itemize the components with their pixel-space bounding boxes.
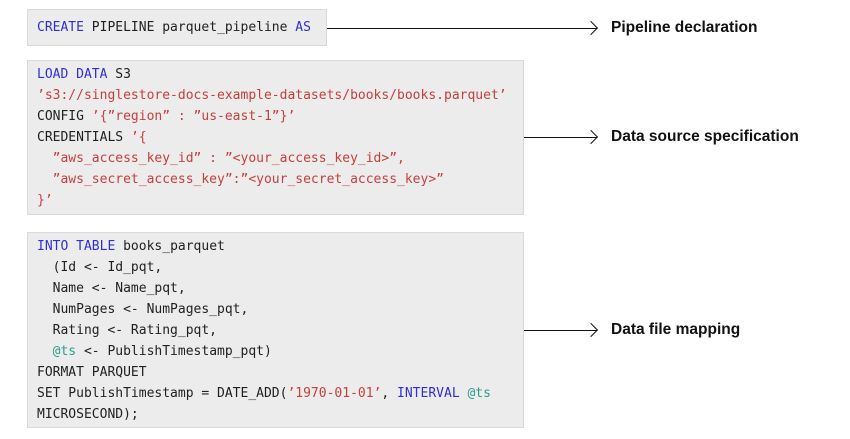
arrow-head-icon xyxy=(583,322,599,338)
code-token-kw: INTERVAL xyxy=(397,386,460,401)
annotation-pipeline-declaration: Pipeline declaration xyxy=(327,14,757,42)
arrow-line xyxy=(327,27,597,29)
code-line: MICROSECOND); xyxy=(37,404,514,425)
code-token-plain: NumPages <- NumPages_pqt, xyxy=(37,302,249,317)
annotation-label: Data source specification xyxy=(611,128,799,145)
code-token-str: ”aws_secret_access_key”:”<your_secret_ac… xyxy=(37,172,444,187)
code-content: CREATE PIPELINE parquet_pipeline AS xyxy=(37,17,317,38)
code-token-plain: CREDENTIALS xyxy=(37,130,131,145)
annotation-label: Data file mapping xyxy=(611,321,741,338)
code-line: }’ xyxy=(37,190,514,211)
annotation-data-source-specification: Data source specification xyxy=(524,123,799,151)
code-line: INTO TABLE books_parquet xyxy=(37,236,514,257)
code-line: CREATE PIPELINE parquet_pipeline AS xyxy=(37,17,317,38)
code-line: ”aws_secret_access_key”:”<your_secret_ac… xyxy=(37,169,514,190)
code-token-var: @ts xyxy=(467,386,491,401)
code-token-str: ’{ xyxy=(130,130,147,145)
code-token-plain: SET PublishTimestamp = DATE_ADD( xyxy=(37,386,288,401)
code-line: NumPages <- NumPages_pqt, xyxy=(37,299,514,320)
code-token-plain: <- PublishTimestamp_pqt) xyxy=(76,344,272,359)
code-block-pipeline-declaration: CREATE PIPELINE parquet_pipeline AS xyxy=(27,9,327,46)
code-block-data-file-mapping: INTO TABLE books_parquet (Id <- Id_pqt, … xyxy=(27,232,524,428)
code-token-kw: INTO TABLE xyxy=(37,239,116,254)
code-block-data-source-specification: LOAD DATA S3 ’s3://singlestore-docs-examp… xyxy=(27,60,524,215)
code-line: LOAD DATA S3 xyxy=(37,64,514,85)
code-token-kw: AS xyxy=(295,20,311,35)
code-token-plain xyxy=(37,344,53,359)
arrow-line xyxy=(524,136,597,138)
code-token-plain: Rating <- Rating_pqt, xyxy=(37,323,218,338)
arrow-line xyxy=(524,329,597,331)
code-content: INTO TABLE books_parquet (Id <- Id_pqt, … xyxy=(37,236,514,425)
code-line: Name <- Name_pqt, xyxy=(37,278,514,299)
code-token-str: ’s3://singlestore-docs-example-datasets/… xyxy=(37,88,507,103)
code-token-plain: CONFIG xyxy=(37,109,92,124)
code-token-kw: LOAD DATA xyxy=(37,67,108,82)
code-line: ’s3://singlestore-docs-example-datasets/… xyxy=(37,85,514,106)
code-line: Rating <- Rating_pqt, xyxy=(37,320,514,341)
code-line: CONFIG ’{”region” : ”us-east-1”}’ xyxy=(37,106,514,127)
code-token-str: ”aws_access_key_id” : ”<your_access_key_… xyxy=(37,151,405,166)
code-line: @ts <- PublishTimestamp_pqt) xyxy=(37,341,514,362)
code-content: LOAD DATA S3 ’s3://singlestore-docs-examp… xyxy=(37,64,514,211)
code-line: ”aws_access_key_id” : ”<your_access_key_… xyxy=(37,148,514,169)
code-token-var: @ts xyxy=(52,344,77,359)
code-token-str: ’1970-01-01’ xyxy=(287,386,382,401)
code-line: FORMAT PARQUET xyxy=(37,362,514,383)
code-token-plain: S3 xyxy=(107,67,131,82)
code-token-plain: MICROSECOND); xyxy=(37,407,139,422)
code-token-kw: CREATE xyxy=(37,20,84,35)
code-line: (Id <- Id_pqt, xyxy=(37,257,514,278)
arrow-head-icon xyxy=(583,129,599,145)
code-token-plain: , xyxy=(381,386,398,401)
code-token-str: }’ xyxy=(37,193,53,208)
annotation-label: Pipeline declaration xyxy=(611,19,758,36)
annotation-data-file-mapping: Data file mapping xyxy=(524,316,740,344)
arrow-head-icon xyxy=(583,20,599,36)
code-token-plain: (Id <- Id_pqt, xyxy=(37,260,163,275)
code-token-plain: FORMAT PARQUET xyxy=(37,365,147,380)
code-line: SET PublishTimestamp = DATE_ADD(’1970-01… xyxy=(37,383,514,404)
code-token-str: ’{”region” : ”us-east-1”}’ xyxy=(91,109,296,124)
code-token-plain: books_parquet xyxy=(115,239,225,254)
code-token-plain: Name <- Name_pqt, xyxy=(37,281,186,296)
code-token-plain: PIPELINE parquet_pipeline xyxy=(83,20,296,35)
code-line: CREDENTIALS ’{ xyxy=(37,127,514,148)
